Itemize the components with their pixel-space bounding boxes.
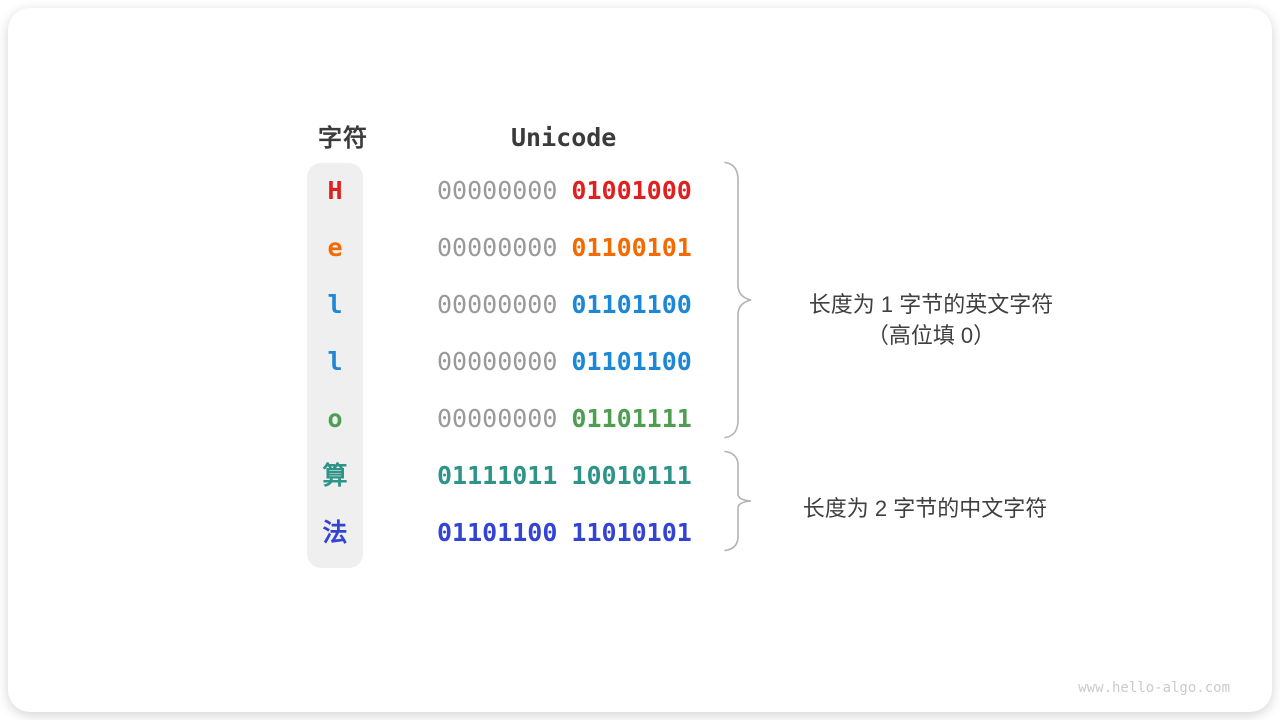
high-byte: 00000000 [437, 176, 558, 205]
unicode-binary: 00000000 01100101 [437, 233, 692, 263]
annotation-chinese-group: 长度为 2 字节的中文字符 [760, 493, 1090, 524]
curly-brace-english-group [722, 161, 756, 439]
high-byte: 00000000 [437, 404, 558, 433]
table-row: l 00000000 01101100 [8, 290, 1272, 320]
annotation-line: （高位填 0） [866, 323, 996, 348]
high-byte: 01111011 [437, 461, 558, 490]
curly-brace-chinese-group [722, 450, 756, 552]
watermark: www.hello-algo.com [1078, 680, 1230, 696]
low-byte: 01001000 [571, 176, 692, 205]
char-cell: 法 [322, 518, 348, 547]
unicode-binary: 01101100 11010101 [437, 518, 692, 548]
char-cell: l [327, 347, 343, 376]
table-row: l 00000000 01101100 [8, 347, 1272, 377]
high-byte: 00000000 [437, 233, 558, 262]
char-cell: e [327, 233, 343, 262]
high-byte: 00000000 [437, 347, 558, 376]
character-column-strip [307, 163, 363, 568]
char-cell: o [327, 404, 343, 433]
annotation-english-group: 长度为 1 字节的英文字符 （高位填 0） [766, 289, 1096, 351]
low-byte: 01100101 [571, 233, 692, 262]
table-row: H 00000000 01001000 [8, 176, 1272, 206]
low-byte: 10010111 [571, 461, 692, 490]
char-cell: H [327, 176, 343, 205]
table-row: e 00000000 01100101 [8, 233, 1272, 263]
high-byte: 01101100 [437, 518, 558, 547]
unicode-binary: 00000000 01101100 [437, 290, 692, 320]
low-byte: 11010101 [571, 518, 692, 547]
table-row: 法 01101100 11010101 [8, 518, 1272, 548]
diagram-card: 字符 Unicode H 00000000 01001000 e 00000000… [8, 8, 1272, 712]
unicode-binary: 00000000 01101100 [437, 347, 692, 377]
unicode-binary: 00000000 01001000 [437, 176, 692, 206]
column-header-unicode: Unicode [511, 123, 617, 152]
annotation-line: 长度为 1 字节的英文字符 [808, 292, 1054, 317]
low-byte: 01101111 [571, 404, 692, 433]
annotation-line: 长度为 2 字节的中文字符 [802, 496, 1048, 521]
char-cell: l [327, 290, 343, 319]
high-byte: 00000000 [437, 290, 558, 319]
low-byte: 01101100 [571, 290, 692, 319]
unicode-binary: 00000000 01101111 [437, 404, 692, 434]
table-row: o 00000000 01101111 [8, 404, 1272, 434]
low-byte: 01101100 [571, 347, 692, 376]
char-cell: 算 [322, 461, 348, 490]
table-row: 算 01111011 10010111 [8, 461, 1272, 491]
column-header-character: 字符 [318, 125, 368, 152]
unicode-binary: 01111011 10010111 [437, 461, 692, 491]
